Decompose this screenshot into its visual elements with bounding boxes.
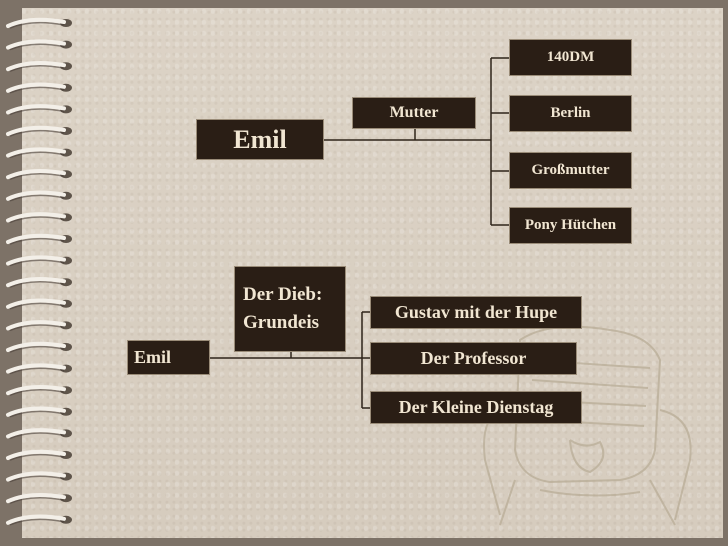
binding-ring (6, 449, 72, 461)
binding-ring (6, 428, 72, 440)
node-grossmutter: Großmutter (509, 152, 632, 189)
binding-ring (6, 39, 72, 51)
node-emil-top: Emil (196, 119, 324, 160)
node-pony-huetchen: Pony Hütchen (509, 207, 632, 244)
binding-ring (6, 363, 72, 375)
binding-ring (6, 190, 72, 202)
binding-ring (6, 17, 72, 29)
binding-ring (6, 492, 72, 504)
binding-ring (6, 255, 72, 267)
binding-ring (6, 341, 72, 353)
spiral-binding (6, 17, 72, 526)
binding-ring (6, 276, 72, 288)
binding-ring (6, 471, 72, 483)
binding-ring (6, 320, 72, 332)
binding-ring (6, 60, 72, 72)
binding-ring (6, 384, 72, 396)
node-der-dieb-line2: Grundeis (243, 312, 320, 333)
binding-ring (6, 406, 72, 418)
node-140dm: 140DM (509, 39, 632, 76)
node-der-dieb-line1: Der Dieb: (243, 284, 323, 306)
binding-ring (6, 212, 72, 224)
binding-ring (6, 233, 72, 245)
binding-ring (6, 104, 72, 116)
binding-ring (6, 514, 72, 526)
node-mutter: Mutter (352, 97, 476, 129)
node-emil-bottom: Emil (127, 340, 210, 375)
binding-ring (6, 147, 72, 159)
node-gustav: Gustav mit der Hupe (370, 296, 582, 329)
binding-ring (6, 168, 72, 180)
binding-ring (6, 298, 72, 310)
node-professor: Der Professor (370, 342, 577, 375)
binding-ring (6, 125, 72, 137)
node-kleine-dienstag: Der Kleine Dienstag (370, 391, 582, 424)
armchair-sketch (483, 325, 692, 526)
binding-ring (6, 82, 72, 94)
node-der-dieb: Der Dieb: Grundeis (234, 266, 346, 352)
node-berlin: Berlin (509, 95, 632, 132)
